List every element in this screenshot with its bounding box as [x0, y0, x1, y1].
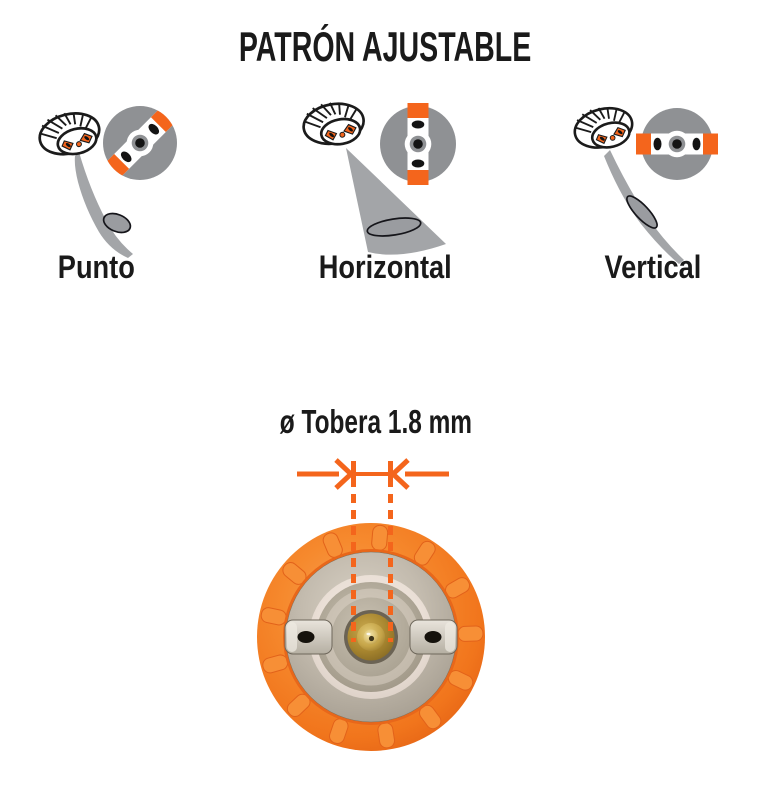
dimension-dashed-lines: [351, 494, 393, 642]
spray-cone-icon: [346, 148, 446, 255]
pattern-label-punto: Punto: [57, 249, 135, 285]
nozzle-diameter-label: ø Tobera 1.8 mm: [279, 403, 473, 440]
spray-cone-icon: [74, 152, 133, 258]
spray-cap-icon: [33, 104, 106, 164]
spray-cone-icon: [604, 150, 684, 264]
horizontal-icon: [298, 96, 456, 255]
spray-spot-ellipse: [626, 195, 658, 229]
page-title: PATRÓN AJUSTABLE: [238, 23, 532, 70]
brass-nozzle-tip: [344, 610, 398, 664]
punto-icon: [33, 104, 177, 258]
cap-rib-nubs: [260, 524, 484, 749]
pattern-label-vertical: Vertical: [604, 249, 702, 285]
spray-cap-icon: [568, 99, 639, 157]
spray-spot-ellipse: [102, 212, 132, 234]
air-cap-face-icon: [103, 106, 177, 180]
spray-cap-icon: [298, 96, 369, 152]
spray-spot-ellipse: [366, 217, 422, 237]
air-cap-face-icon: [636, 108, 718, 180]
dimension-arrows-icon: [297, 458, 449, 490]
vertical-icon: [568, 99, 718, 264]
air-horn-tab-left: [284, 619, 333, 655]
nozzle-front-photo: [257, 523, 485, 751]
air-cap-face-icon: [380, 103, 456, 185]
air-horn-tab-right: [409, 619, 458, 655]
pattern-label-horizontal: Horizontal: [318, 249, 452, 285]
